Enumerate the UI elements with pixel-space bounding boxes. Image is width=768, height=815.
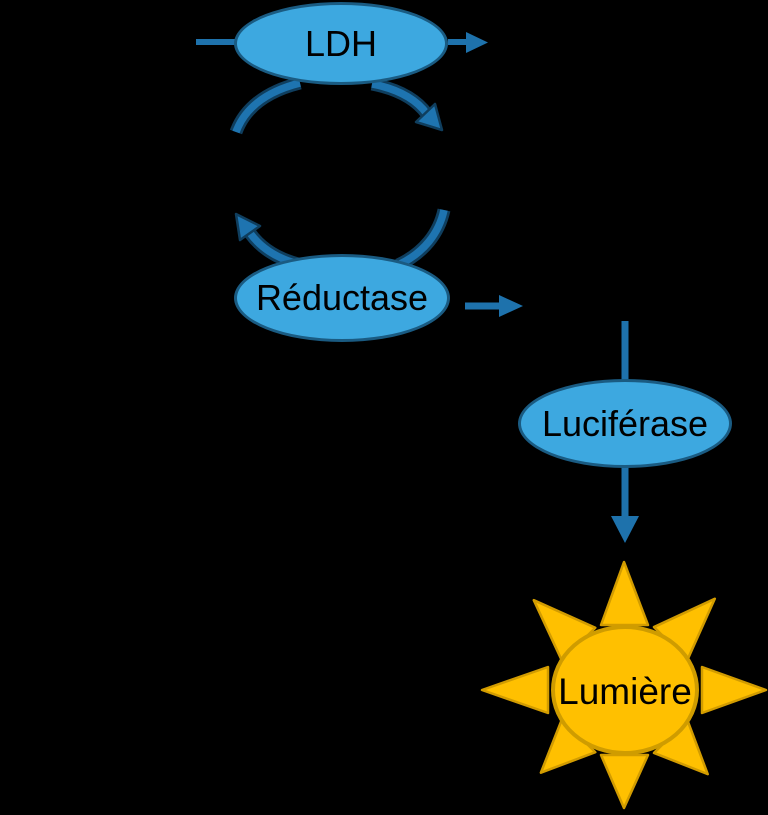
node-ldh: LDH <box>234 2 448 85</box>
sun-icon <box>480 560 768 810</box>
sun-core <box>551 625 699 755</box>
cycle-arrow-left-upper-arc-core <box>232 79 301 134</box>
cycle-arrow-right-upper-arc-core <box>371 80 431 117</box>
sun-ray-west <box>480 665 550 715</box>
arrow-out-of-ldh <box>448 32 488 53</box>
sun-label: Lumière <box>518 668 732 714</box>
cycle-arrow-left-upper-arc <box>229 76 302 135</box>
sun-ray-south <box>599 753 650 810</box>
arrow-down-head-icon <box>611 516 639 543</box>
cycle-arrow-right-lower-arc <box>395 208 451 271</box>
cycle-arrow-right <box>370 77 451 271</box>
node-reductase-label: Réductase <box>255 277 429 318</box>
arrow-out-of-ldh-head-icon <box>466 32 488 53</box>
cycle-arrow-right-head-icon <box>414 102 444 132</box>
node-reductase: Réductase <box>234 254 450 342</box>
sun-ray-east <box>700 665 768 715</box>
sun-label-text: Lumière <box>558 670 692 712</box>
arrow-out-of-reductase <box>465 295 523 317</box>
node-ldh-label: LDH <box>304 22 378 64</box>
node-luciferase-label: Luciférase <box>541 402 709 444</box>
arrow-out-of-reductase-head-icon <box>499 295 523 317</box>
cycle-arrow-left <box>229 76 302 271</box>
node-luciferase: Luciférase <box>518 379 732 468</box>
cycle-arrow-left-head-icon <box>234 212 262 242</box>
sun-ray-north <box>599 560 650 627</box>
